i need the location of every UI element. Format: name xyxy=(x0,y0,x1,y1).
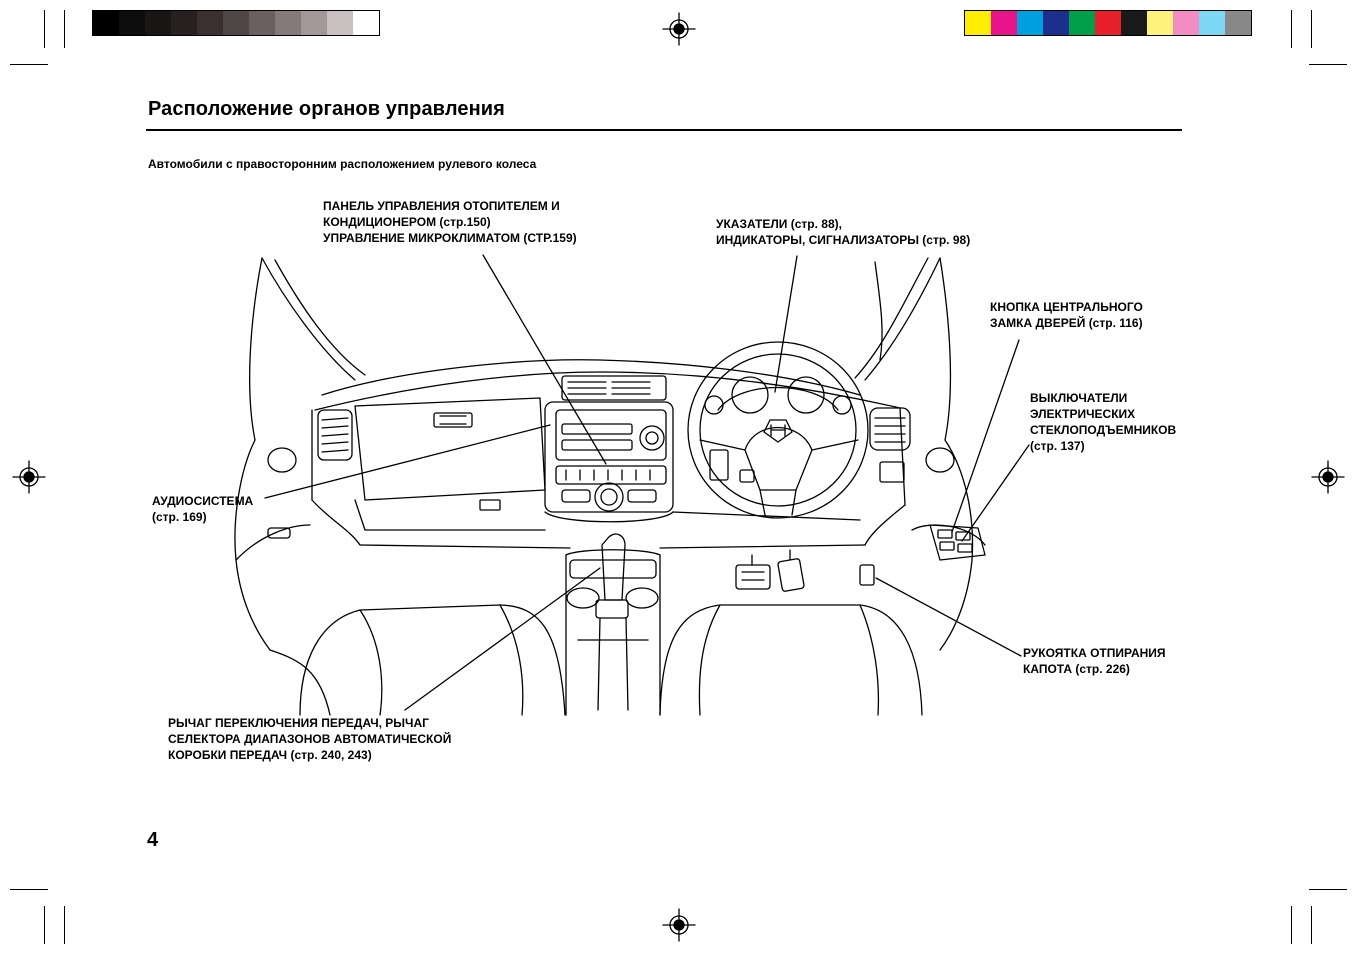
crop-mark xyxy=(10,889,48,890)
callout-line: ИНДИКАТОРЫ, СИГНАЛИЗАТОРЫ (стр. 98) xyxy=(716,233,971,247)
callout-line: АУДИОСИСТЕМА xyxy=(152,494,254,508)
color-swatch xyxy=(1069,11,1095,35)
callout-gauges: УКАЗАТЕЛИ (стр. 88), ИНДИКАТОРЫ, СИГНАЛИ… xyxy=(716,216,970,248)
crop-mark xyxy=(10,64,48,65)
callout-power-windows: ВЫКЛЮЧАТЕЛИ ЭЛЕКТРИЧЕСКИХ СТЕКЛОПОДЪЕМНИ… xyxy=(1030,390,1176,454)
callout-line: ПАНЕЛЬ УПРАВЛЕНИЯ ОТОПИТЕЛЕМ И xyxy=(323,199,560,213)
color-swatch xyxy=(1225,11,1251,35)
color-swatch xyxy=(991,11,1017,35)
crop-mark xyxy=(1311,10,1312,48)
crop-mark xyxy=(1309,64,1347,65)
color-swatch xyxy=(327,11,353,35)
color-swatch xyxy=(93,11,119,35)
crop-mark xyxy=(1309,889,1347,890)
registration-mark-top xyxy=(662,12,696,46)
color-swatch xyxy=(1199,11,1225,35)
color-swatch xyxy=(1173,11,1199,35)
callout-hood-release: РУКОЯТКА ОТПИРАНИЯ КАПОТА (стр. 226) xyxy=(1023,645,1166,677)
callout-door-lock: КНОПКА ЦЕНТРАЛЬНОГО ЗАМКА ДВЕРЕЙ (стр. 1… xyxy=(990,299,1143,331)
crop-mark xyxy=(64,906,65,944)
callout-line: КАПОТА (стр. 226) xyxy=(1023,662,1130,676)
crop-mark xyxy=(1291,906,1292,944)
page-title: Расположение органов управления xyxy=(148,98,505,120)
color-swatch xyxy=(965,11,991,35)
callout-line: УПРАВЛЕНИЕ МИКРОКЛИМАТОМ (СТР.159) xyxy=(323,231,577,245)
crop-mark xyxy=(1291,10,1292,48)
callout-line: УКАЗАТЕЛИ (стр. 88), xyxy=(716,217,842,231)
callout-line: КНОПКА ЦЕНТРАЛЬНОГО xyxy=(990,300,1143,314)
callout-line: (стр. 169) xyxy=(152,510,207,524)
color-swatch xyxy=(353,11,379,35)
crop-mark xyxy=(64,10,65,48)
callout-line: ВЫКЛЮЧАТЕЛИ xyxy=(1030,391,1128,405)
callout-line: СЕЛЕКТОРА ДИАПАЗОНОВ АВТОМАТИЧЕСКОЙ xyxy=(168,732,452,746)
registration-mark-left xyxy=(12,460,46,494)
color-swatch xyxy=(223,11,249,35)
callout-line: (стр. 137) xyxy=(1030,439,1085,453)
registration-mark-right xyxy=(1311,460,1345,494)
callout-line: КОРОБКИ ПЕРЕДАЧ (стр. 240, 243) xyxy=(168,748,372,762)
color-swatch xyxy=(145,11,171,35)
crop-mark xyxy=(44,10,45,48)
title-rule xyxy=(146,129,1182,131)
color-swatch xyxy=(249,11,275,35)
color-swatch xyxy=(1017,11,1043,35)
grayscale-strip xyxy=(92,10,380,36)
callout-shift-lever: РЫЧАГ ПЕРЕКЛЮЧЕНИЯ ПЕРЕДАЧ, РЫЧАГ СЕЛЕКТ… xyxy=(168,715,451,763)
color-swatch xyxy=(119,11,145,35)
color-swatch xyxy=(275,11,301,35)
color-swatch xyxy=(171,11,197,35)
page-subtitle: Автомобили с правосторонним расположение… xyxy=(148,157,537,171)
color-swatch xyxy=(301,11,327,35)
callout-climate-control: ПАНЕЛЬ УПРАВЛЕНИЯ ОТОПИТЕЛЕМ И КОНДИЦИОН… xyxy=(323,198,577,246)
color-swatch xyxy=(1147,11,1173,35)
callout-line: РЫЧАГ ПЕРЕКЛЮЧЕНИЯ ПЕРЕДАЧ, РЫЧАГ xyxy=(168,716,429,730)
callout-line: ЗАМКА ДВЕРЕЙ (стр. 116) xyxy=(990,316,1143,330)
page-number: 4 xyxy=(147,829,159,851)
color-swatch xyxy=(1121,11,1147,35)
callout-audio: АУДИОСИСТЕМА (стр. 169) xyxy=(152,493,253,525)
registration-mark-bottom xyxy=(662,908,696,942)
color-swatch xyxy=(197,11,223,35)
color-swatch xyxy=(1043,11,1069,35)
color-strip xyxy=(964,10,1252,36)
callout-line: ЭЛЕКТРИЧЕСКИХ xyxy=(1030,407,1136,421)
callout-line: СТЕКЛОПОДЪЕМНИКОВ xyxy=(1030,423,1177,437)
callout-line: КОНДИЦИОНЕРОМ (стр.150) xyxy=(323,215,491,229)
callout-line: РУКОЯТКА ОТПИРАНИЯ xyxy=(1023,646,1166,660)
crop-mark xyxy=(1311,906,1312,944)
color-swatch xyxy=(1095,11,1121,35)
crop-mark xyxy=(44,906,45,944)
